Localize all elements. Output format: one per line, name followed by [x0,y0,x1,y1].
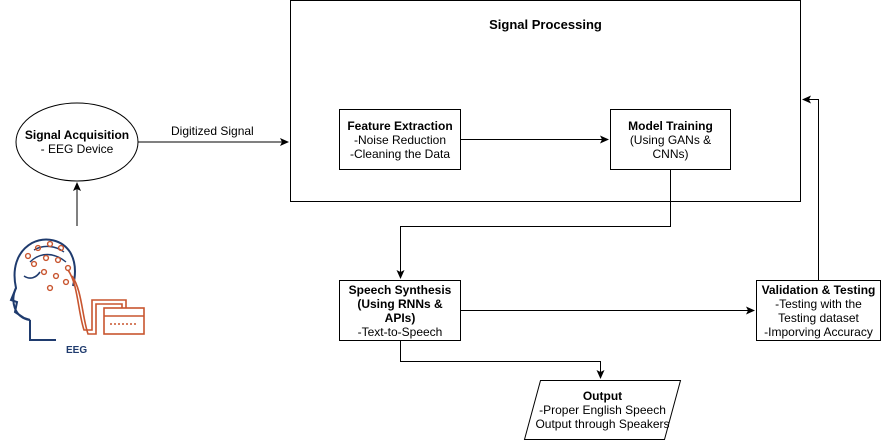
validation-testing-line1: -Testing with the [775,296,862,311]
signal-acquisition-title: Signal Acquisition [24,128,130,142]
signal-processing-title-text: Signal Processing [489,17,602,32]
signal-acquisition-label: Signal Acquisition - EEG Device [16,103,138,181]
model-training-label: Model Training (Using GANs & CNNs) [610,109,731,170]
validation-testing-title: Validation & Testing [761,282,876,297]
eeg-label: EEG [66,345,88,356]
edge-validation-to-processing [802,95,819,280]
feature-extraction-line1: -Noise Reduction [353,132,447,147]
feature-extraction-line2: -Cleaning the Data [349,146,451,161]
output-line2: Output through Speakers [535,417,670,431]
speech-synthesis-line1: -Text-to-Speech [357,324,443,339]
feature-extraction-node [339,109,461,170]
model-training-node [610,109,731,170]
validation-testing-line2: Testing dataset [778,310,859,325]
speech-synthesis-node [339,280,461,341]
output-label: Output -Proper English Speech Output thr… [524,380,681,440]
feature-extraction-label: Feature Extraction -Noise Reduction -Cle… [339,109,461,170]
digitized-signal-label: Digitized Signal [171,124,254,138]
feature-extraction-title: Feature Extraction [347,118,453,133]
validation-testing-label: Validation & Testing -Testing with the T… [756,280,881,341]
eeg-head-icon [9,238,145,341]
model-training-line1: (Using GANs & [629,132,712,147]
output-line1: -Proper English Speech [539,403,666,417]
validation-testing-node [756,280,881,341]
signal-acquisition-line1: - EEG Device [40,142,114,156]
edge-model-to-speech [396,170,671,279]
speech-synthesis-title3: APIs) [384,310,416,325]
output-node [523,380,682,440]
speech-synthesis-label: Speech Synthesis (Using RNNs & APIs) -Te… [339,280,461,341]
edge-speech-to-output [400,341,605,379]
validation-testing-line3: -Imporving Accuracy [764,324,873,339]
model-training-title: Model Training [628,118,713,133]
signal-processing-title: Signal Processing [290,14,801,36]
speech-synthesis-title1: Speech Synthesis [348,282,452,297]
speech-synthesis-title2: (Using RNNs & [357,296,443,311]
model-training-line2: CNNs) [652,146,689,161]
output-title: Output [582,389,623,403]
